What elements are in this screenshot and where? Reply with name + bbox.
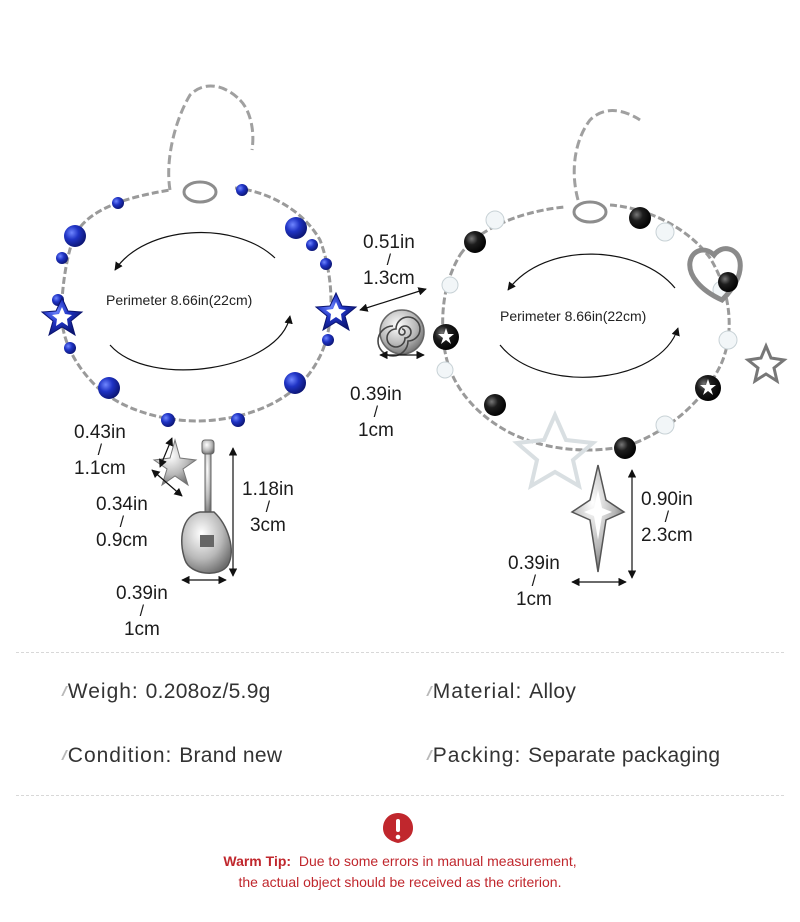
right-dim-sparkle-width: 0.39in / 1cm xyxy=(508,553,560,610)
dim-inches: 1.18in xyxy=(242,479,294,500)
dim-cm: 0.9cm xyxy=(96,530,148,551)
dim-cm: 1cm xyxy=(357,420,394,441)
dim-cm: 1.3cm xyxy=(363,268,415,289)
divider-bottom xyxy=(16,795,784,796)
left-dim-guitar-length: 1.18in / 3cm xyxy=(242,479,294,536)
left-dim-guitar-width: 0.39in / 1cm xyxy=(116,583,168,640)
left-extension-chain xyxy=(167,84,242,191)
spec-condition: //Condition: Brand new xyxy=(62,744,282,768)
dim-inches: 0.90in xyxy=(641,489,693,510)
right-perimeter-label: Perimeter 8.66in(22cm) xyxy=(500,308,647,324)
dim-inches: 0.39in xyxy=(116,583,168,604)
warm-tip-label: Warm Tip: xyxy=(223,853,292,869)
left-dim-star-height: 0.34in / 0.9cm xyxy=(96,494,148,551)
warning-icon xyxy=(383,813,413,843)
dim-cm: 1.1cm xyxy=(74,458,126,479)
dim-inches: 0.39in xyxy=(350,384,402,405)
product-figure: Perimeter 8.66in(22cm) 0.43in / 1.1cm 0.… xyxy=(40,84,788,640)
spec-label: Weigh: xyxy=(67,680,139,703)
dim-cm: 1cm xyxy=(123,619,160,640)
right-dim-spiral-diameter: 0.51in / 1.3cm xyxy=(363,232,415,289)
spec-value: Separate packaging xyxy=(528,744,721,767)
dim-cm: 1cm xyxy=(515,589,552,610)
spec-value: Brand new xyxy=(179,744,283,767)
right-bracelet xyxy=(359,109,788,587)
warm-tip: Warm Tip: Due to some errors in manual m… xyxy=(0,851,800,893)
slash-marker-icon: // xyxy=(427,747,431,763)
spec-label: Packing: xyxy=(432,744,522,767)
warm-tip-line2: the actual object should be received as … xyxy=(238,874,562,890)
dim-inches: 0.34in xyxy=(96,494,148,515)
bracelets-illustration xyxy=(40,84,788,587)
slash-marker-icon: // xyxy=(62,683,66,699)
spec-packing: //Packing: Separate packaging xyxy=(427,744,720,768)
heart-charm xyxy=(687,246,743,303)
left-dim-star-width: 0.43in / 1.1cm xyxy=(74,422,126,479)
clear-star-bead xyxy=(512,410,598,491)
outline-star-charm xyxy=(744,342,788,385)
spec-value: 0.208oz/5.9g xyxy=(145,680,271,703)
spiral-charm xyxy=(377,309,425,357)
divider-top xyxy=(16,652,784,653)
black-bead xyxy=(464,231,486,253)
guitar-charm xyxy=(181,439,232,574)
slash-marker-icon: // xyxy=(427,683,431,699)
left-clasp xyxy=(182,180,218,204)
spec-value: Alloy xyxy=(529,680,577,703)
dim-cm: 3cm xyxy=(249,515,286,536)
dim-cm: 2.3cm xyxy=(641,525,693,546)
left-bracelet xyxy=(40,84,358,585)
right-dim-sparkle-length: 0.90in / 2.3cm xyxy=(641,489,693,546)
blue-bead xyxy=(64,225,86,247)
dim-inches: 0.43in xyxy=(74,422,126,443)
dim-inches: 0.51in xyxy=(363,232,415,253)
spec-label: Material: xyxy=(432,680,523,703)
spec-material: //Material: Alloy xyxy=(427,680,576,704)
dim-inches: 0.39in xyxy=(508,553,560,574)
warm-tip-line1: Due to some errors in manual measurement… xyxy=(298,853,577,869)
silver-star-charm xyxy=(152,438,198,487)
spec-weigh: //Weigh: 0.208oz/5.9g xyxy=(62,680,271,704)
right-dim-spiral-width: 0.39in / 1cm xyxy=(350,384,402,441)
spec-label: Condition: xyxy=(67,744,173,767)
left-perimeter-label: Perimeter 8.66in(22cm) xyxy=(106,292,253,308)
slash-marker-icon: // xyxy=(62,747,66,763)
